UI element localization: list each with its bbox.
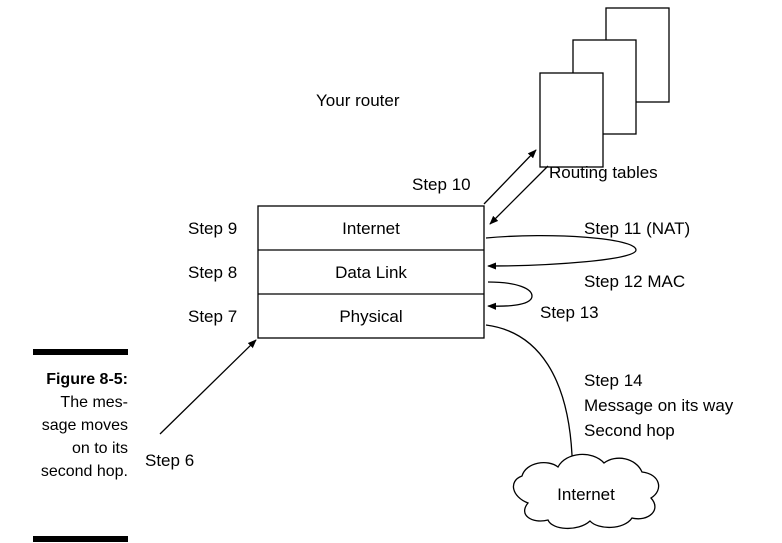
layer-data-link: Data Link (335, 263, 407, 282)
step-11-label: Step 11 (NAT) (584, 219, 690, 238)
router-title: Your router (316, 91, 400, 110)
caption-bottom-bar (33, 536, 128, 542)
step-7-label: Step 7 (188, 307, 237, 326)
layer-internet: Internet (342, 219, 400, 238)
step-14-label-line-3: Second hop (584, 421, 675, 440)
step-9-label: Step 9 (188, 219, 237, 238)
router-layer-stack (257, 205, 485, 339)
figure-caption-line-3: on to its (72, 440, 128, 457)
step-10-label: Step 10 (412, 175, 471, 194)
step-6-arrow (159, 339, 257, 435)
figure-number: Figure 8-5: (46, 371, 128, 388)
step-12-label: Step 12 MAC (584, 272, 685, 291)
step-10-out-arrow (483, 149, 537, 205)
figure-caption-line-2: sage moves (42, 417, 128, 434)
figure-caption-line-1: The mes- (60, 394, 128, 411)
routing-tables-icon (539, 7, 670, 168)
step-10-return-arrow (489, 165, 549, 225)
internet-cloud-icon (512, 453, 660, 530)
layer-physical: Physical (339, 307, 402, 326)
step-11-12-loop-arrow (485, 235, 637, 270)
step-14-label-line-1: Step 14 (584, 371, 643, 390)
figure-caption-line-4: second hop. (41, 463, 128, 480)
caption-top-bar (33, 349, 128, 355)
step-8-label: Step 8 (188, 263, 237, 282)
step-6-label: Step 6 (145, 451, 194, 470)
routing-tables-label: Routing tables (549, 163, 658, 182)
step-13-loop-arrow (487, 281, 533, 310)
step-14-label-line-2: Message on its way (584, 396, 734, 415)
internet-cloud-label: Internet (557, 485, 615, 504)
step-13-label: Step 13 (540, 303, 599, 322)
